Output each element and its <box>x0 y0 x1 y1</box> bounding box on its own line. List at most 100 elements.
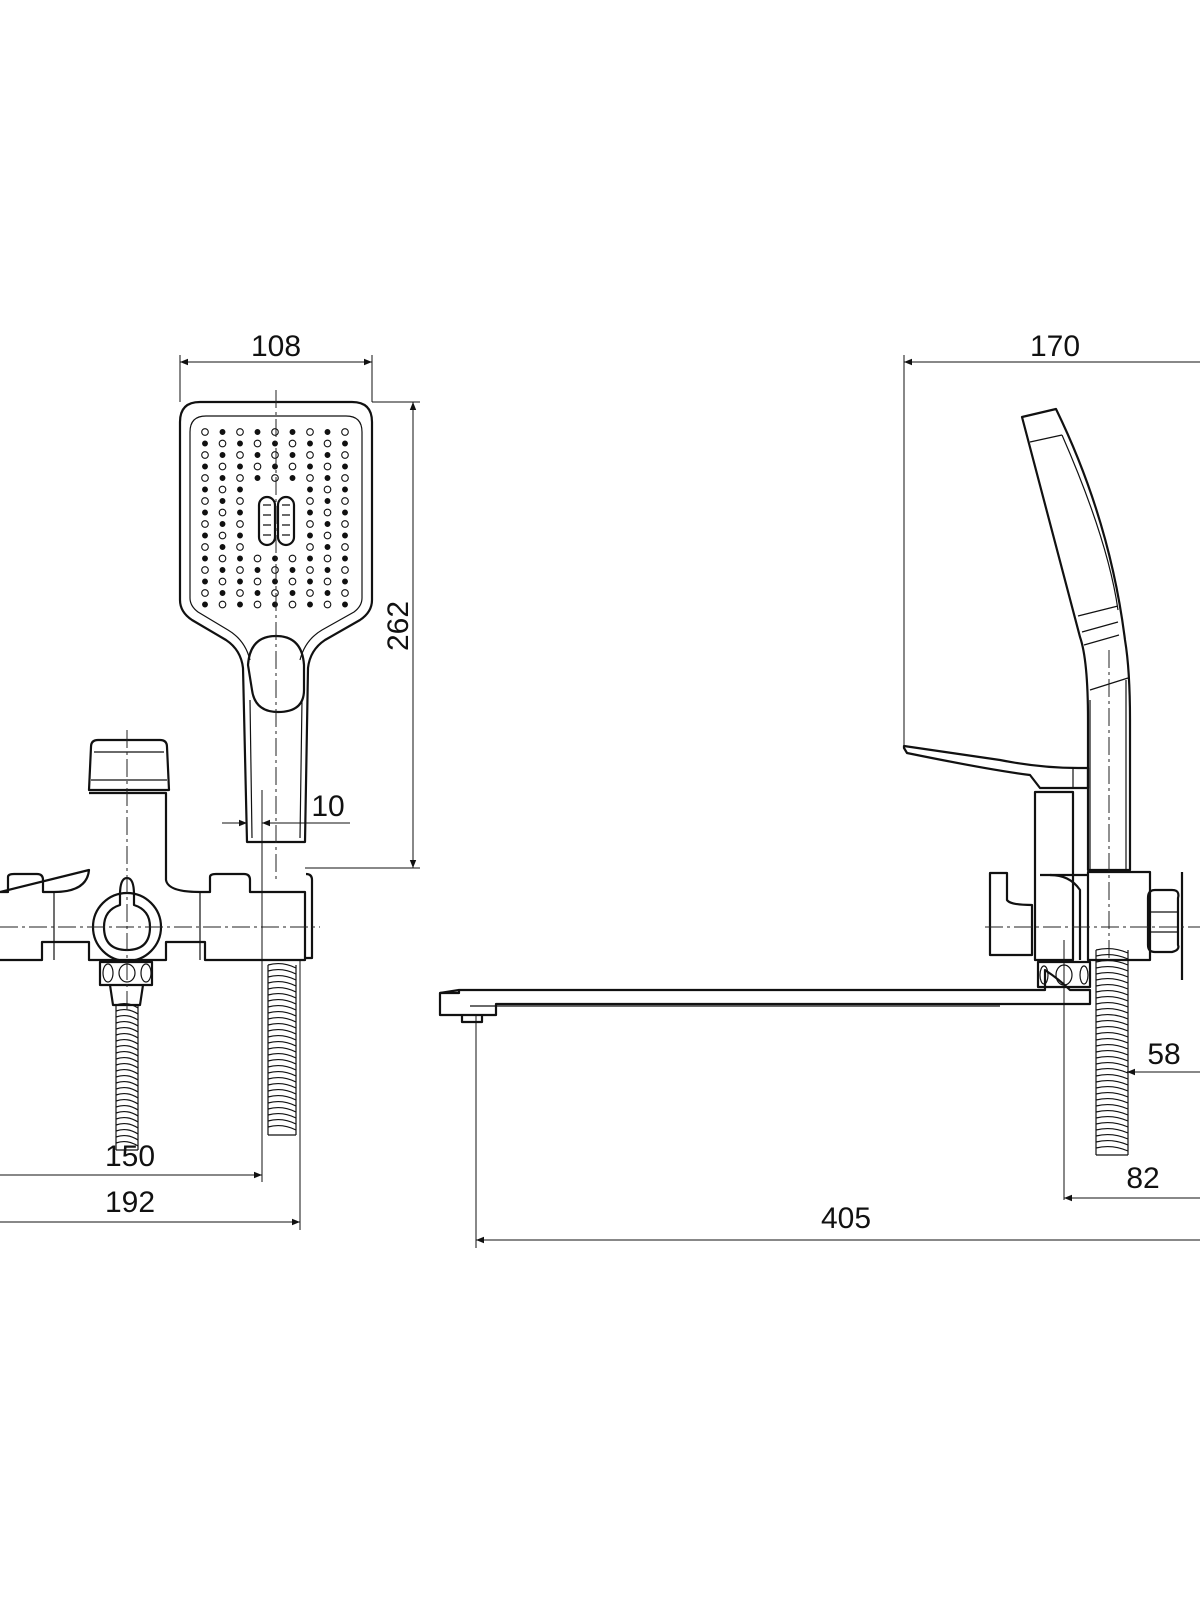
nozzle-dot <box>236 497 244 505</box>
dimension-82: 82 <box>1063 940 1200 1202</box>
nozzle-dot <box>237 509 243 516</box>
side-view: 170 58 82 405 <box>438 330 1200 1248</box>
spout <box>438 968 1092 1024</box>
mixer-body <box>0 738 314 1007</box>
dimension-label: 170 <box>1030 330 1080 363</box>
nozzle-dot <box>272 578 278 585</box>
nozzle-dot <box>253 577 262 586</box>
nozzle-dot <box>289 429 296 435</box>
shower-hose-left <box>115 1002 139 1151</box>
nozzle-dot <box>271 566 279 574</box>
nozzle-dot <box>289 452 296 458</box>
nozzle-dot <box>272 440 278 447</box>
nozzle-dot <box>307 463 313 470</box>
dimension-58: 58 <box>1127 1038 1200 1076</box>
nozzle-dot <box>324 452 331 458</box>
nozzle-dot <box>253 554 262 563</box>
nozzle-dot <box>289 590 296 596</box>
hex-nut <box>1146 888 1180 954</box>
nozzle-dot <box>201 589 209 597</box>
nozzle-dot <box>236 520 244 528</box>
nozzle-dot <box>236 428 244 436</box>
nozzle-dot <box>306 451 314 459</box>
nozzle-dot <box>237 578 243 585</box>
nozzle-dot <box>237 486 243 493</box>
front-view: 108 262 10 150 192 <box>0 330 420 1230</box>
nozzle-dot <box>324 544 331 550</box>
nozzle-dot <box>288 554 297 563</box>
nozzle-dot <box>324 429 331 435</box>
nozzle-dot <box>218 554 227 563</box>
nozzle-dot <box>218 577 227 586</box>
nozzle-dot <box>341 589 349 597</box>
nozzle-dot <box>236 451 244 459</box>
nozzle-dot <box>341 566 349 574</box>
nozzle-dot <box>323 531 332 540</box>
nozzle-dot <box>254 452 261 458</box>
nozzle-dot <box>272 463 278 470</box>
nozzle-dot <box>201 428 209 436</box>
nozzle-dot <box>307 601 313 608</box>
nozzle-dot <box>237 440 243 447</box>
nozzle-dot <box>342 509 348 516</box>
nozzle-dot <box>254 429 261 435</box>
nozzle-dot <box>342 555 348 562</box>
nozzle-dot <box>202 555 208 562</box>
nozzle-dot <box>323 439 332 448</box>
dimension-10: 10 <box>222 790 350 870</box>
nozzle-dot <box>288 439 297 448</box>
dimension-170: 170 <box>903 330 1200 748</box>
nozzle-dot <box>236 543 244 551</box>
nozzle-dot <box>323 600 332 609</box>
nozzle-dot <box>341 451 349 459</box>
nozzle-dot <box>237 532 243 539</box>
nozzle-dot <box>307 486 313 493</box>
hand-shower-side <box>1020 407 1132 872</box>
nozzle-dot <box>271 428 279 436</box>
nozzle-dot <box>201 497 209 505</box>
nozzle-dot <box>272 601 278 608</box>
nozzle-dot <box>254 567 261 573</box>
nozzle-dot <box>306 497 314 505</box>
nozzle-dot <box>341 474 349 482</box>
nozzle-dot <box>342 601 348 608</box>
nozzle-dot <box>202 486 208 493</box>
dimension-192: 192 <box>0 960 301 1230</box>
nozzle-dot <box>201 520 209 528</box>
nozzle-dot <box>272 555 278 562</box>
dimension-108: 108 <box>179 330 373 402</box>
nozzle-dot <box>342 486 348 493</box>
nozzle-dot <box>253 462 262 471</box>
nozzle-dot <box>271 474 279 482</box>
nozzle-dot <box>202 601 208 608</box>
mode-button <box>276 495 296 547</box>
nozzle-dot <box>307 555 313 562</box>
nozzle-dot <box>237 601 243 608</box>
nozzle-dot <box>218 600 227 609</box>
nozzle-dot <box>218 462 227 471</box>
dimension-label: 150 <box>105 1140 155 1173</box>
nozzle-dot <box>289 475 296 481</box>
nozzle-dot <box>219 544 226 550</box>
nozzle-dot <box>219 475 226 481</box>
nozzle-dot <box>306 474 314 482</box>
lever-side <box>902 744 1090 790</box>
nozzle-dot <box>324 590 331 596</box>
dimension-label: 192 <box>105 1186 155 1219</box>
nozzle-dot <box>236 566 244 574</box>
nozzle-dot <box>324 521 331 527</box>
nozzle-dot <box>202 532 208 539</box>
hose-holder <box>305 872 314 960</box>
nozzle-dot <box>218 531 227 540</box>
nozzle-dot <box>341 520 349 528</box>
dimension-label: 405 <box>821 1202 871 1235</box>
nozzle-dot <box>219 429 226 435</box>
nozzle-dot <box>219 590 226 596</box>
nozzle-dot <box>254 475 261 481</box>
nozzle-dot <box>202 509 208 516</box>
nozzle-dot <box>323 554 332 563</box>
nozzle-dot <box>219 521 226 527</box>
nozzle-dot <box>218 485 227 494</box>
nozzle-dot <box>307 509 313 516</box>
